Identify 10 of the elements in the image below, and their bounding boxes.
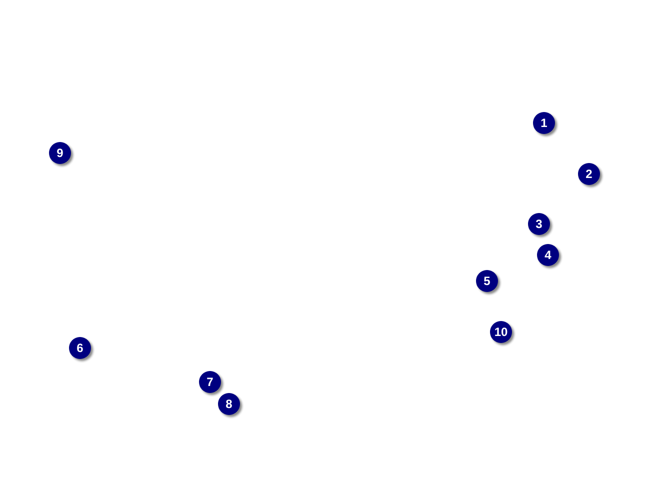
callout-number: 5 (476, 270, 498, 292)
callout-number: 4 (537, 244, 559, 266)
callout-number: 1 (533, 112, 555, 134)
callout-number: 2 (578, 163, 600, 185)
callout-number: 7 (199, 371, 221, 393)
callout-number: 3 (528, 213, 550, 235)
callout-number: 10 (490, 321, 512, 343)
callout-number: 8 (218, 393, 240, 415)
callout-number: 6 (69, 337, 91, 359)
callout-number: 9 (49, 142, 71, 164)
